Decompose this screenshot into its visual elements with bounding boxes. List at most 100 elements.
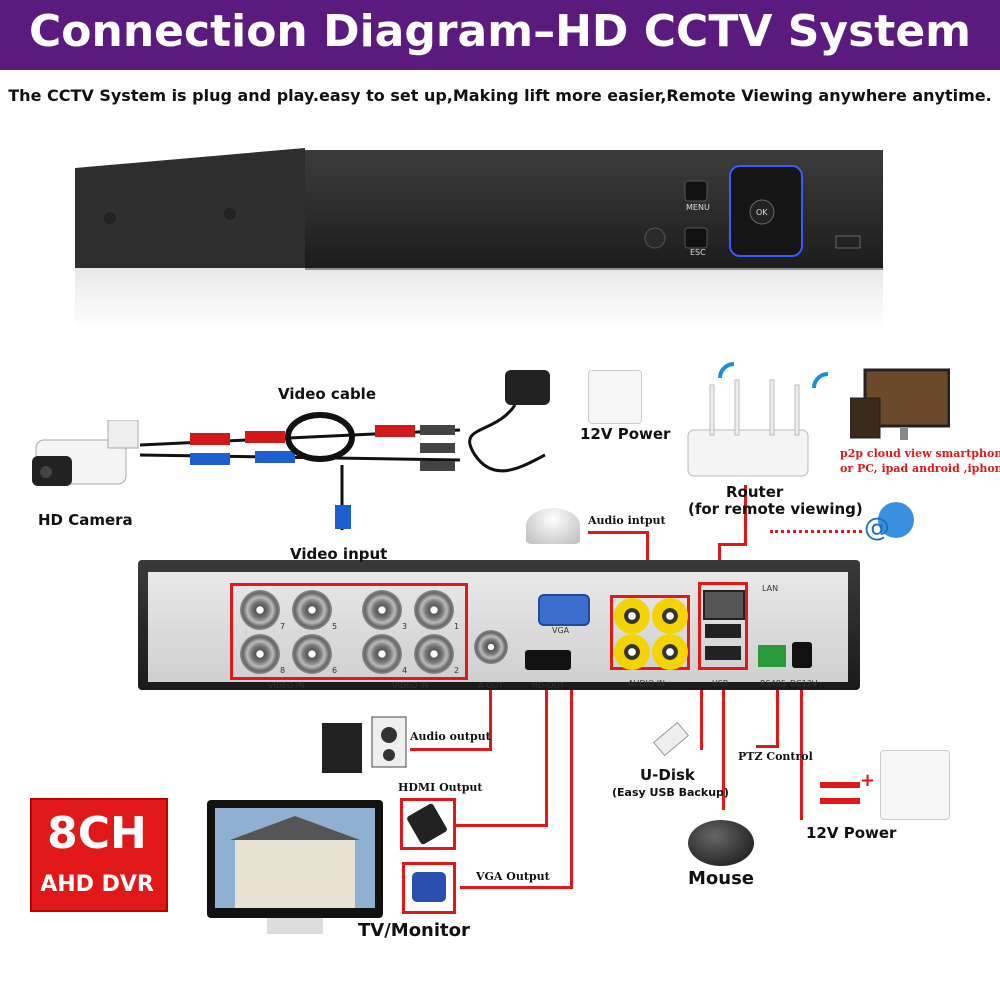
ch-num-5: 5	[332, 622, 338, 631]
vga-output-box	[402, 862, 456, 914]
a-out-label: A-OUT	[478, 681, 504, 690]
wire-mouse	[722, 680, 725, 810]
wire-internet-dotted	[770, 530, 862, 533]
usb-port-1[interactable]	[705, 624, 741, 638]
mouse-label: Mouse	[688, 868, 755, 889]
wire-udisk	[700, 680, 703, 750]
wire-router-v	[744, 485, 747, 545]
power-label-bottom: 12V Power	[806, 824, 897, 842]
a-out-port[interactable]	[474, 630, 508, 664]
speakers-image	[320, 715, 410, 775]
ch-num-8: 8	[280, 666, 286, 675]
wire-hdmi-v	[545, 680, 548, 827]
wire-ptz	[756, 745, 778, 748]
wire-audio-in	[588, 531, 648, 534]
ok-button-label: OK	[756, 208, 768, 217]
ch-num-7: 7	[280, 622, 286, 631]
video-in-label-right: VIDEO IN	[392, 681, 429, 690]
wire-audio-out-v	[489, 660, 492, 751]
dc-power-port[interactable]	[792, 642, 812, 668]
u-disk-sublabel: (Easy USB Backup)	[612, 786, 729, 799]
ch-num-4: 4	[402, 666, 408, 675]
audio-output-label: Audio output	[410, 730, 491, 743]
vga-label: VGA	[552, 626, 570, 635]
video-input-label: Video input	[290, 545, 388, 563]
lan-port[interactable]	[703, 590, 745, 620]
video-cable-image	[130, 405, 480, 535]
hd-camera-image	[28, 419, 148, 500]
audio-input-mic-image	[526, 508, 580, 544]
esc-button-label: ESC	[690, 248, 706, 257]
ch-num-2: 2	[454, 666, 460, 675]
power-label-top: 12V Power	[580, 425, 671, 443]
hdmi-output-box	[400, 798, 456, 850]
audio-in-box	[610, 595, 690, 670]
badge-type: AHD DVR	[40, 872, 154, 897]
vga-output-label: VGA Output	[476, 870, 550, 883]
wire-power	[800, 665, 803, 820]
internet-globe-icon: @	[858, 500, 918, 543]
video-in-box	[230, 583, 468, 680]
wire-vga-v	[570, 620, 573, 889]
bnc-port-3[interactable]	[362, 590, 402, 630]
svg-text:+: +	[860, 770, 875, 791]
wire-ptz-v	[776, 665, 779, 748]
vga-port[interactable]	[538, 594, 590, 626]
rca-audio-2[interactable]	[652, 634, 688, 670]
header-banner	[0, 0, 1000, 70]
u-disk-label: U-Disk	[640, 766, 695, 784]
rs485-label: RS485	[760, 679, 786, 688]
wall-socket-bottom	[880, 750, 950, 820]
badge-channels: 8CH	[47, 808, 147, 859]
page-subtitle: The CCTV System is plug and play.easy to…	[8, 86, 992, 105]
dc12v-label: DC12V	[790, 679, 818, 688]
page-title: Connection Diagram–HD CCTV System	[28, 6, 972, 57]
lan-label: LAN	[762, 584, 779, 593]
hdmi-port[interactable]	[525, 650, 571, 670]
cloud-label-1: p2p cloud view smartphone	[840, 447, 1000, 460]
usb-port-2[interactable]	[705, 646, 741, 660]
tv-monitor-image	[205, 798, 385, 940]
cloud-label-2: or PC, ipad android ,iphone.	[840, 462, 1000, 475]
bnc-port-2[interactable]	[414, 634, 454, 674]
menu-button-label: MENU	[686, 203, 710, 212]
rca-audio-1[interactable]	[652, 598, 688, 634]
router-label: Router	[726, 483, 784, 501]
svg-text:@: @	[864, 513, 890, 542]
product-badge	[30, 798, 168, 912]
router-sublabel: (for remote viewing)	[688, 500, 863, 518]
bnc-port-4[interactable]	[362, 634, 402, 674]
bnc-port-5[interactable]	[292, 590, 332, 630]
audio-in-label: AUDIO IN	[628, 679, 666, 688]
power-adapter-image	[415, 365, 575, 485]
usb-label: USB	[712, 679, 729, 688]
vga-cable-icon	[412, 872, 446, 902]
tv-monitor-label: TV/Monitor	[358, 920, 470, 941]
hd-out-label: HD-OUT	[532, 681, 565, 690]
dc-power-symbol: +	[818, 770, 878, 830]
ptz-connector-icon	[762, 640, 782, 660]
bnc-port-7[interactable]	[240, 590, 280, 630]
network-usb-box	[698, 582, 748, 670]
wire-router-h	[718, 543, 747, 546]
bnc-port-8[interactable]	[240, 634, 280, 674]
router-image	[680, 360, 830, 485]
wire-audio-out	[410, 748, 492, 751]
video-cable-label: Video cable	[278, 385, 376, 403]
hd-camera-label: HD Camera	[38, 511, 133, 529]
bnc-port-1[interactable]	[414, 590, 454, 630]
dvr-front-unit	[70, 148, 890, 328]
remote-devices-image	[849, 368, 951, 448]
rs485-port[interactable]	[758, 645, 786, 667]
rca-audio-3[interactable]	[614, 598, 650, 634]
rca-audio-4[interactable]	[614, 634, 650, 670]
wall-socket-top	[588, 370, 642, 424]
bnc-port-6[interactable]	[292, 634, 332, 674]
hdmi-output-label: HDMI Output	[398, 781, 483, 794]
u-disk-icon	[652, 721, 690, 757]
video-in-label-left: VIDEO IN	[268, 681, 305, 690]
wire-hdmi-h	[455, 824, 547, 827]
ptz-control-label: PTZ Control	[738, 750, 813, 763]
ch-num-1: 1	[454, 622, 460, 631]
mouse-image	[688, 820, 754, 866]
